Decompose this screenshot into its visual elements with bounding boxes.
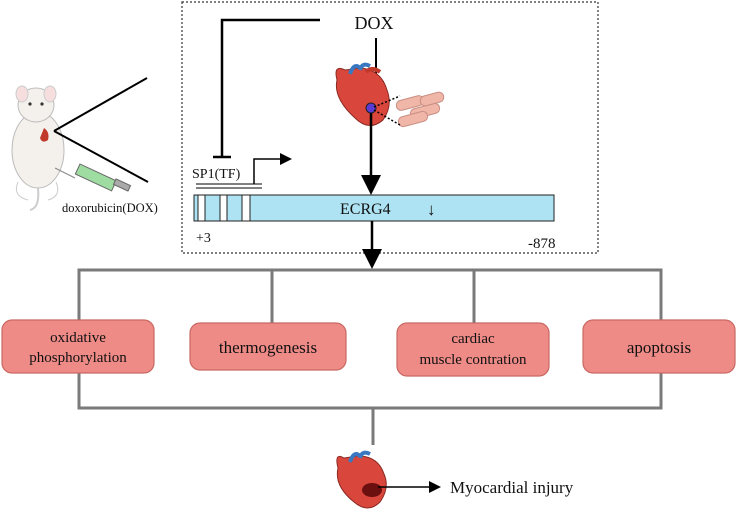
gene-down-arrow: ↓	[427, 200, 436, 219]
pathway-box-thermogenesis: thermogenesis	[189, 322, 347, 371]
pathway-box-cardiac: cardiac muscle contration	[396, 322, 550, 377]
syringe-illustration	[54, 163, 132, 192]
pathway-label-line: muscle contration	[419, 352, 527, 368]
ecrg4-gene-bar	[193, 194, 555, 222]
exon-1	[197, 194, 206, 222]
mechanism-box	[181, 1, 599, 254]
pathway-label-line: apoptosis	[627, 338, 691, 357]
exon-3	[241, 194, 251, 222]
injured-heart-icon	[336, 450, 387, 509]
pathway-box-oxidative: oxidative phosphorylation	[1, 319, 155, 374]
pathway-label-line: oxidative	[50, 330, 106, 346]
cardiomyocyte-icon	[373, 91, 445, 128]
sp1-label: SP1(TF)	[192, 167, 241, 182]
pathway-label-line: phosphorylation	[29, 350, 127, 366]
pathway-connectors	[77, 268, 663, 445]
position-end-label: -878	[528, 236, 556, 252]
zoom-line-lower	[53, 130, 149, 183]
pathway-box-apoptosis: apoptosis	[582, 319, 736, 374]
pathway-label-line: thermogenesis	[219, 338, 317, 357]
pathway-label-line: cardiac	[451, 331, 495, 347]
zoom-line-upper	[53, 77, 148, 132]
outcome-label: Myocardial injury	[450, 478, 574, 497]
transcription-start-arrow	[253, 153, 292, 184]
injection-label: doxorubicin(DOX)	[62, 201, 158, 215]
dox-label: DOX	[355, 13, 394, 33]
mouse-illustration	[11, 85, 65, 211]
dox-to-sp1-line	[220, 18, 320, 157]
exon-2	[219, 194, 228, 222]
position-start-label: +3	[196, 231, 211, 246]
gene-label: ECRG4	[340, 201, 391, 218]
heart-icon	[335, 62, 390, 126]
